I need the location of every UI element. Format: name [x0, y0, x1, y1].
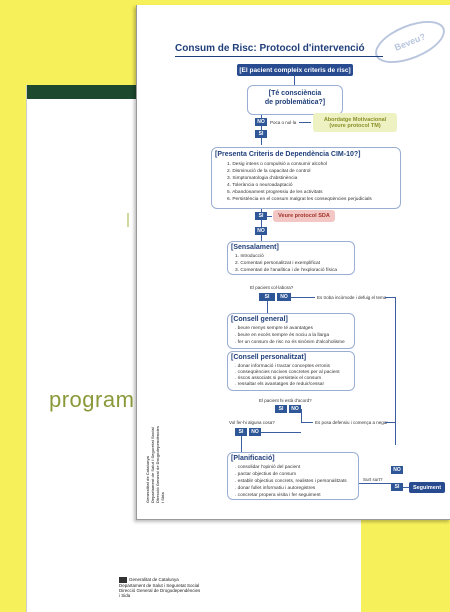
advice-item: . beure menys sempre té avantatges — [235, 326, 313, 331]
planning-item: . pactar objectius de consum — [235, 472, 297, 477]
dependence-criteria-title: [Presenta Criteris de Dependència CIM-10… — [215, 151, 361, 158]
no-tag: NO — [255, 118, 267, 126]
stamp-logo: Beveu? — [369, 12, 450, 72]
connector — [294, 76, 295, 85]
yes-tag: SI — [275, 405, 287, 413]
awareness-box — [247, 85, 343, 115]
criteria-item: 5. Abandonament progressiu de les activi… — [227, 190, 323, 195]
connector — [241, 436, 242, 452]
no-tag: NO — [391, 466, 403, 474]
yes-tag: SI — [255, 130, 267, 138]
connector — [267, 301, 268, 313]
criteria-item: 1. Desig intens o compulsió a consumir a… — [227, 162, 327, 167]
criteria-item: 3. Simptomatologia d'abstinència — [227, 176, 298, 181]
decorative-mark — [127, 213, 129, 227]
raising-item: 2. Comentari personalitzat i exemplifica… — [235, 261, 321, 266]
planning-item: . establir objectius concrets, realistes… — [235, 479, 347, 484]
connector — [299, 122, 311, 123]
yes-tag: SI — [259, 293, 275, 301]
criteria-item: 4. Tolerància o neuroadaptació — [227, 183, 293, 188]
start-box: [El pacient compleix criteris de risc] — [237, 64, 353, 76]
title-divider — [175, 56, 383, 57]
connector — [301, 409, 302, 422]
no-tag: NO — [289, 405, 301, 413]
planning-title: [Planificació] — [231, 455, 275, 462]
wants-to-act-question: Vol fer-hi alguna cosa? — [229, 420, 275, 425]
connector — [359, 483, 391, 484]
connector — [385, 422, 395, 423]
cover-word: program — [49, 387, 135, 412]
no-tag: NO — [249, 428, 261, 436]
connector — [291, 297, 315, 298]
follow-up-box: Seguiment — [409, 482, 445, 493]
government-logo: Generalitat de Catalunya Departament de … — [119, 577, 201, 598]
yes-tag: SI — [235, 428, 247, 436]
agrees-question: El pacient hi està d'acord? — [259, 398, 312, 403]
flag-icon — [119, 577, 127, 583]
sda-protocol: Veure protocol SDA — [273, 210, 335, 222]
connector — [395, 297, 396, 445]
little-awareness-label: Poca o nul·la — [270, 120, 297, 125]
advice-item: . riscos associats si persisteix el cons… — [235, 376, 322, 381]
outcome-question: Surt surt? — [363, 477, 383, 482]
general-advice-title: [Consell general] — [231, 316, 288, 323]
collaborates-question: El pacient col·labora? — [250, 285, 294, 290]
dependence-criteria-box — [211, 147, 401, 209]
planning-item: . consolidar l'opinió del pacient — [235, 465, 301, 470]
advice-item: . conseqüències nocives concretes per al… — [235, 370, 340, 375]
protocol-sheet: Beveu? Consum de Risc: Protocol d'interv… — [136, 5, 450, 520]
general-advice-box — [227, 313, 355, 349]
awareness-raising-title: [Sensalament] — [231, 244, 279, 251]
defensive-label: Es posa defensiu i comença a negar — [315, 420, 388, 425]
uncomfortable-label: Es troba incòmode i defuig el tema — [317, 295, 387, 300]
criteria-item: 6. Persistència en el consum malgrat les… — [227, 197, 372, 202]
yes-tag: SI — [391, 483, 403, 491]
connector — [403, 487, 409, 488]
awareness-question: [Té consciència de problemàtica?] — [264, 90, 326, 106]
advice-item: . donar informació i tractar conceptes e… — [235, 364, 330, 369]
yes-tag: SI — [255, 212, 267, 220]
advice-item: . fer un consum de risc no és sinònim d'… — [235, 340, 345, 345]
planning-item: . donar fullet informatiu i autoregistre… — [235, 486, 316, 491]
connector — [385, 297, 395, 298]
no-tag: NO — [277, 293, 291, 301]
raising-item: 3. Comentari de l'analítica i de l'explo… — [235, 268, 338, 273]
personal-advice-title: [Consell personalitzat] — [231, 354, 307, 361]
planning-box — [227, 452, 359, 500]
sheet-title: Consum de Risc: Protocol d'intervenció — [175, 43, 365, 54]
planning-item: . concretar propera visita i fer seguime… — [235, 493, 321, 498]
advice-item: . beure en excés sempre és nociu a la ll… — [235, 333, 330, 338]
connector — [301, 422, 313, 423]
raising-item: 1. Introducció — [235, 254, 264, 259]
personal-advice-box — [227, 351, 355, 391]
criteria-item: 2. Disminució de la capacitat de control — [227, 169, 311, 174]
connector — [261, 432, 301, 433]
awareness-raising-box — [227, 241, 355, 275]
connector — [267, 216, 272, 217]
no-tag: NO — [255, 227, 267, 235]
advice-item: . ressaltar els avantatges de reduir/ces… — [235, 382, 325, 387]
connector — [261, 209, 262, 241]
motivational-approach: Abordatge Motivacional (veure protocol T… — [313, 113, 397, 132]
